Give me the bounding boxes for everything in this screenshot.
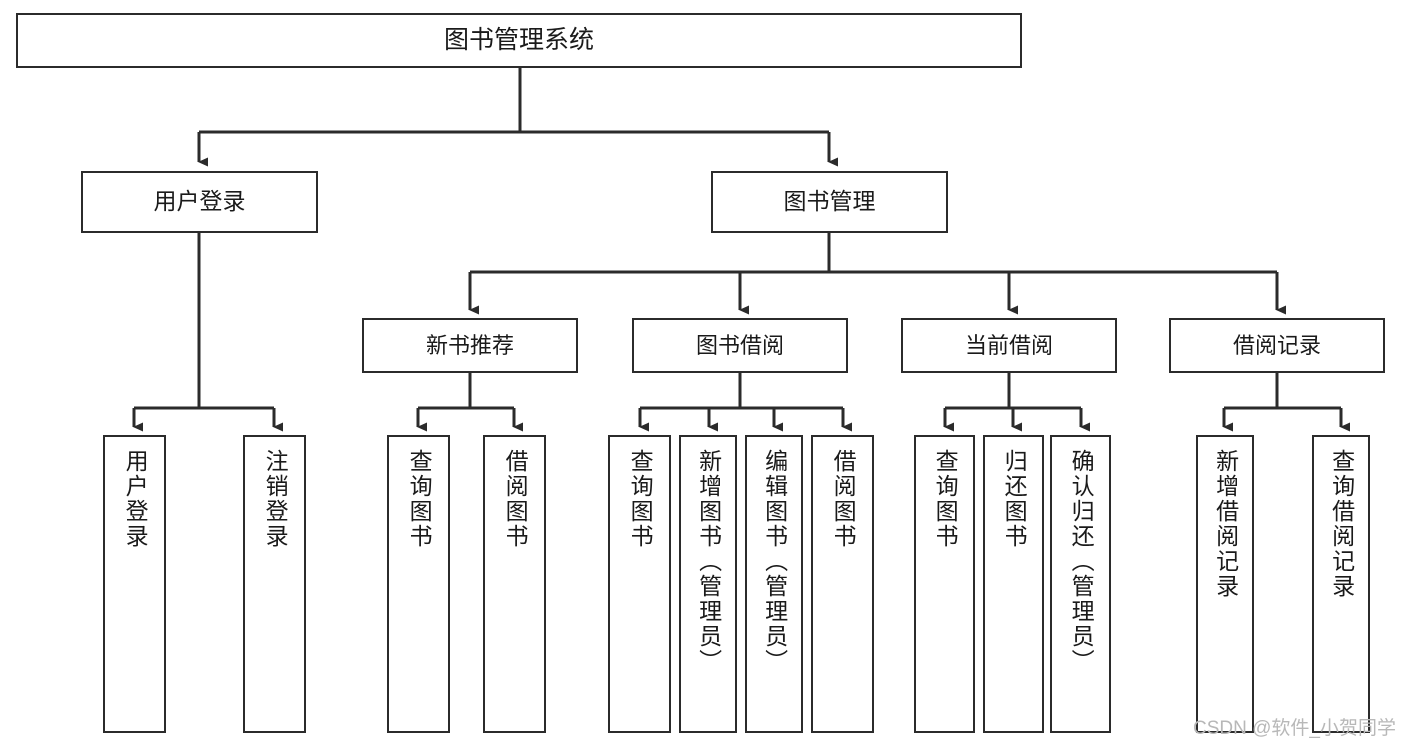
node-label: 查询图书 [406, 449, 433, 549]
node-leaf-user-login[interactable]: 用户登录 [103, 435, 166, 733]
node-label: 借阅记录 [1232, 332, 1321, 358]
node-book-borrow[interactable]: 图书借阅 [632, 318, 848, 373]
node-leaf-edit-book-admin[interactable]: 编辑图书（管理员） [745, 435, 803, 733]
node-leaf-query-book-recommend[interactable]: 查询图书 [387, 435, 450, 733]
node-current-borrow[interactable]: 当前借阅 [901, 318, 1117, 373]
node-label: 用户登录 [122, 449, 149, 549]
node-user-login[interactable]: 用户登录 [81, 171, 318, 233]
node-leaf-query-book-borrow[interactable]: 查询图书 [608, 435, 671, 733]
node-leaf-add-book-admin[interactable]: 新增图书（管理员） [679, 435, 737, 733]
node-book-management[interactable]: 图书管理 [711, 171, 948, 233]
node-leaf-borrow-book-recommend[interactable]: 借阅图书 [483, 435, 546, 733]
node-label: 查询借阅记录 [1328, 449, 1355, 599]
node-borrow-record[interactable]: 借阅记录 [1169, 318, 1385, 373]
node-label: 图书管理系统 [443, 25, 594, 54]
node-label: 图书管理 [783, 188, 876, 215]
node-leaf-query-borrow-record[interactable]: 查询借阅记录 [1312, 435, 1370, 733]
node-label: 查询图书 [932, 449, 959, 549]
node-label: 查询图书 [627, 449, 654, 549]
node-label: 借阅图书 [830, 449, 857, 549]
node-label: 编辑图书（管理员） [761, 449, 788, 674]
node-label: 注销登录 [262, 449, 289, 549]
node-label: 新书推荐 [425, 332, 514, 358]
node-new-book-recommend[interactable]: 新书推荐 [362, 318, 578, 373]
node-root-system[interactable]: 图书管理系统 [16, 13, 1022, 68]
node-label: 借阅图书 [502, 449, 529, 549]
watermark: CSDN @软件_小贺同学 [1193, 718, 1396, 739]
node-leaf-add-borrow-record[interactable]: 新增借阅记录 [1196, 435, 1254, 733]
node-label: 新增借阅记录 [1212, 449, 1239, 599]
node-label: 图书借阅 [695, 332, 784, 358]
node-leaf-confirm-return-admin[interactable]: 确认归还（管理员） [1050, 435, 1111, 733]
node-label: 归还图书 [1001, 449, 1028, 549]
node-label: 新增图书（管理员） [695, 449, 722, 674]
node-leaf-return-book[interactable]: 归还图书 [983, 435, 1044, 733]
node-label: 当前借阅 [964, 332, 1053, 358]
node-label: 确认归还（管理员） [1068, 449, 1095, 674]
node-leaf-query-book-current[interactable]: 查询图书 [914, 435, 975, 733]
node-leaf-logout[interactable]: 注销登录 [243, 435, 306, 733]
node-leaf-borrow-book[interactable]: 借阅图书 [811, 435, 874, 733]
node-label: 用户登录 [153, 188, 246, 215]
